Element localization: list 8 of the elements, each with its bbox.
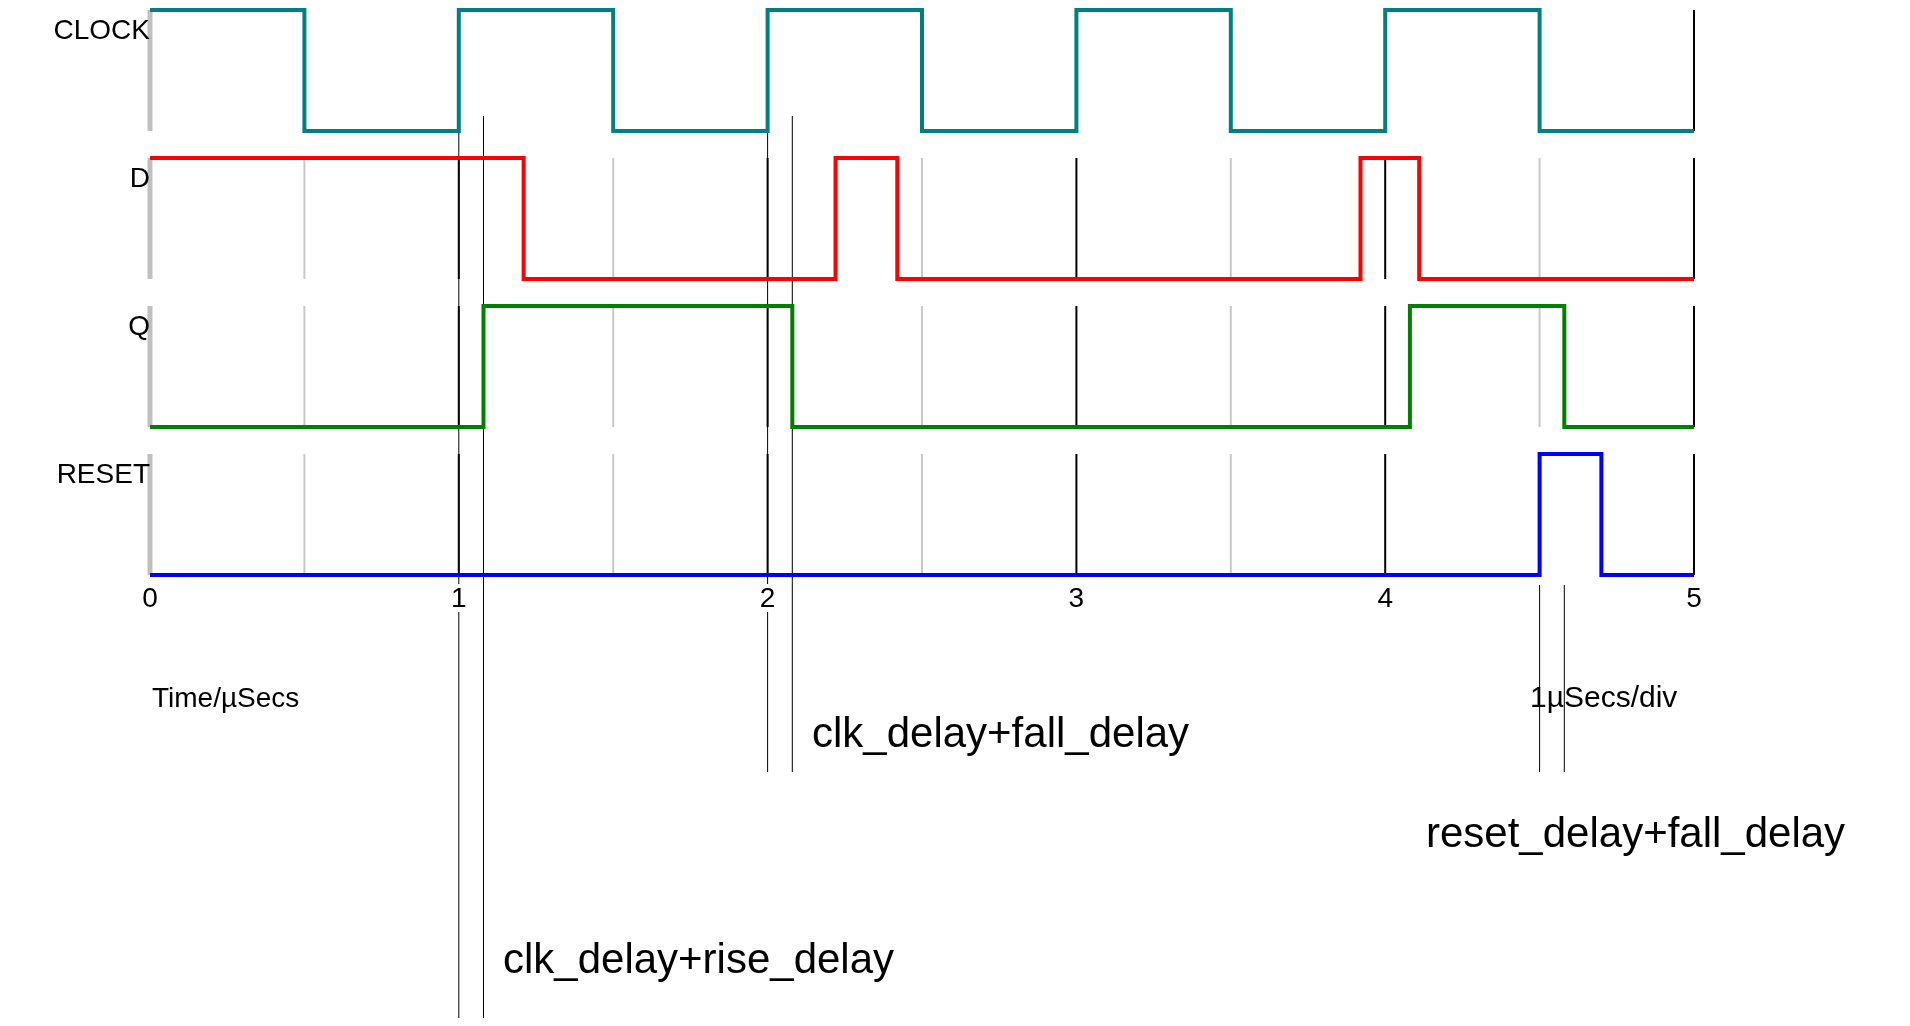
axis-label: Time/µSecs: [152, 684, 300, 712]
signal-name: RESET: [56, 460, 150, 488]
signal-name: Q: [128, 312, 150, 340]
delay-label: reset_delay+fall_delay: [1426, 812, 1846, 854]
signal-name: D: [129, 164, 150, 192]
delay-label: clk_delay+rise_delay: [503, 938, 895, 980]
signal-name: CLOCK: [53, 16, 150, 44]
delay-label: clk_delay+fall_delay: [812, 712, 1190, 754]
